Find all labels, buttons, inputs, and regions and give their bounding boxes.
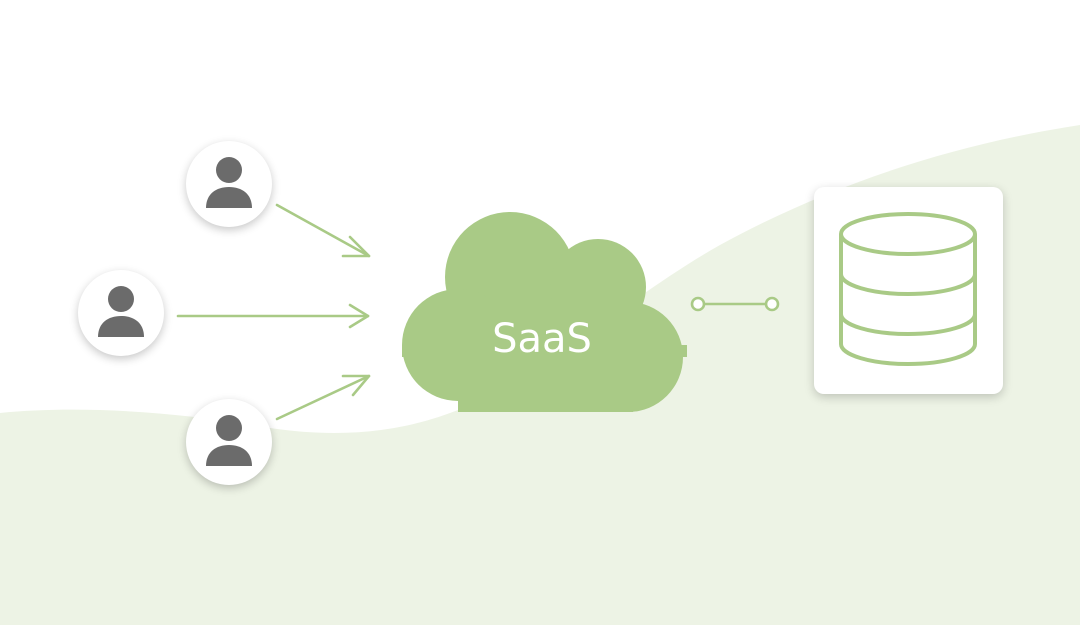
connector-link-icon [690, 296, 780, 312]
database-icon [839, 212, 977, 366]
saas-cloud-label: SaaS [492, 316, 592, 362]
arrow-top [275, 203, 371, 258]
user-avatar-top [186, 141, 272, 227]
user-icon [206, 157, 252, 208]
saas-cloud [402, 212, 687, 412]
database-card [814, 187, 1003, 394]
arrow-bottom [275, 374, 371, 421]
user-icon [206, 415, 252, 466]
user-avatar-middle [78, 270, 164, 356]
user-avatar-bottom [186, 399, 272, 485]
user-icon [98, 286, 144, 337]
arrow-middle [176, 303, 370, 329]
